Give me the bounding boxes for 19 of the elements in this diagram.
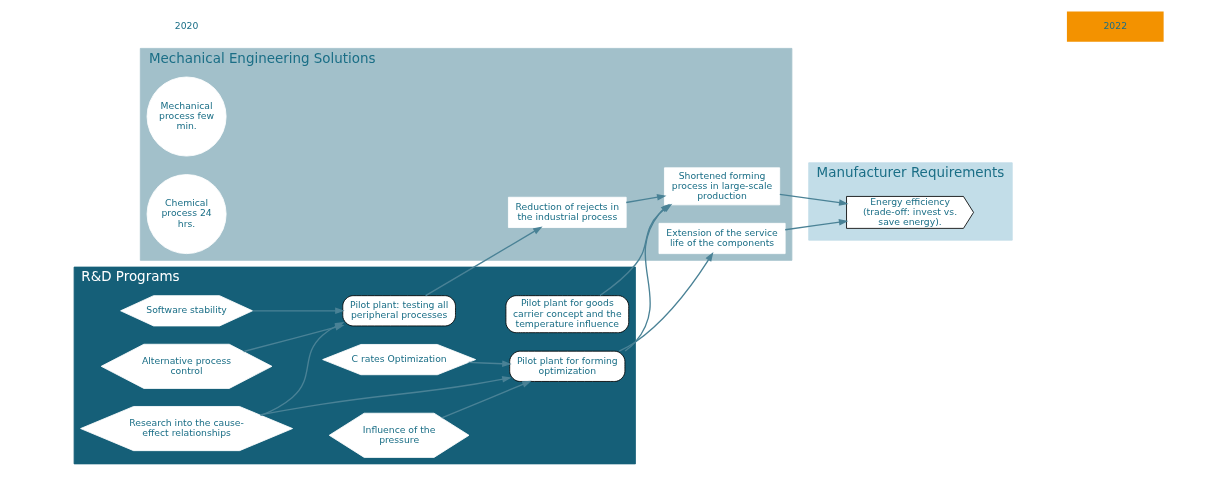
arrow	[784, 218, 849, 231]
node-box: Reduction of rejects in the industrial process	[508, 196, 627, 228]
node-box: Pilot plant for goods carrier concept and the temperature influence	[505, 295, 630, 334]
arrow	[259, 376, 512, 416]
node-box: Pilot plant for forming optimization	[509, 350, 626, 382]
arrow	[618, 251, 714, 352]
node-circle: Mechanical process few min.	[146, 76, 227, 157]
node-box: Extension of the service life of the components	[658, 222, 786, 255]
arrow	[625, 194, 667, 204]
arrow	[441, 380, 532, 419]
arrow	[779, 193, 849, 206]
arrow	[424, 226, 543, 297]
node-box: Shortened forming process in large-scale production	[664, 167, 781, 206]
arrow	[467, 360, 512, 368]
label: 2022	[1103, 19, 1128, 31]
arrow	[252, 307, 345, 315]
node-box: Pilot plant: testing all peripheral processes	[342, 295, 456, 327]
label: 2020	[174, 19, 199, 31]
node-circle: Chemical process 24 hrs.	[146, 174, 227, 255]
